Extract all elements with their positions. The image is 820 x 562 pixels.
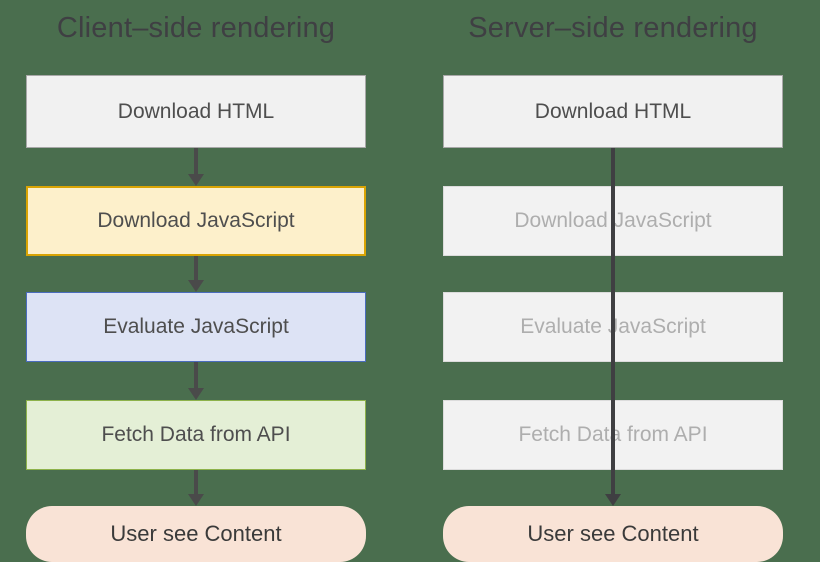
node-label: Download HTML bbox=[534, 99, 692, 123]
node-client-user-see-content[interactable]: User see Content bbox=[26, 506, 366, 562]
arrow-shaft bbox=[194, 148, 198, 174]
arrow-head bbox=[188, 174, 204, 186]
node-label: Evaluate JavaScript bbox=[103, 315, 289, 338]
arrow-shaft bbox=[194, 362, 198, 388]
node-label: User see Content bbox=[110, 521, 282, 546]
column-title-client-side: Client–side rendering bbox=[56, 12, 336, 44]
arrow-shaft bbox=[194, 470, 198, 494]
column-title-server-side: Server–side rendering bbox=[468, 12, 758, 44]
node-server-user-see-content[interactable]: User see Content bbox=[443, 506, 783, 562]
node-label: Fetch Data from API bbox=[101, 423, 291, 446]
node-server-download-html[interactable]: Download HTML bbox=[443, 75, 783, 148]
node-client-download-javascript[interactable]: Download JavaScript bbox=[26, 186, 366, 256]
arrow-shaft bbox=[194, 256, 198, 280]
arrow-down-icon bbox=[188, 256, 204, 292]
node-client-fetch-data-from-api[interactable]: Fetch Data from API bbox=[26, 400, 366, 470]
node-client-evaluate-javascript[interactable]: Evaluate JavaScript bbox=[26, 292, 366, 362]
arrow-head bbox=[188, 388, 204, 400]
arrow-down-icon bbox=[188, 470, 204, 506]
arrow-head bbox=[188, 494, 204, 506]
node-client-download-html[interactable]: Download HTML bbox=[26, 75, 366, 148]
arrow-down-icon bbox=[188, 148, 204, 186]
arrow-down-bypass-icon bbox=[605, 148, 621, 506]
arrow-down-icon bbox=[188, 362, 204, 400]
node-label: Download JavaScript bbox=[97, 209, 295, 232]
node-label: User see Content bbox=[527, 521, 699, 546]
arrow-head bbox=[605, 494, 621, 506]
arrow-head bbox=[188, 280, 204, 292]
arrow-shaft bbox=[611, 148, 615, 494]
node-label: Download HTML bbox=[117, 99, 275, 123]
